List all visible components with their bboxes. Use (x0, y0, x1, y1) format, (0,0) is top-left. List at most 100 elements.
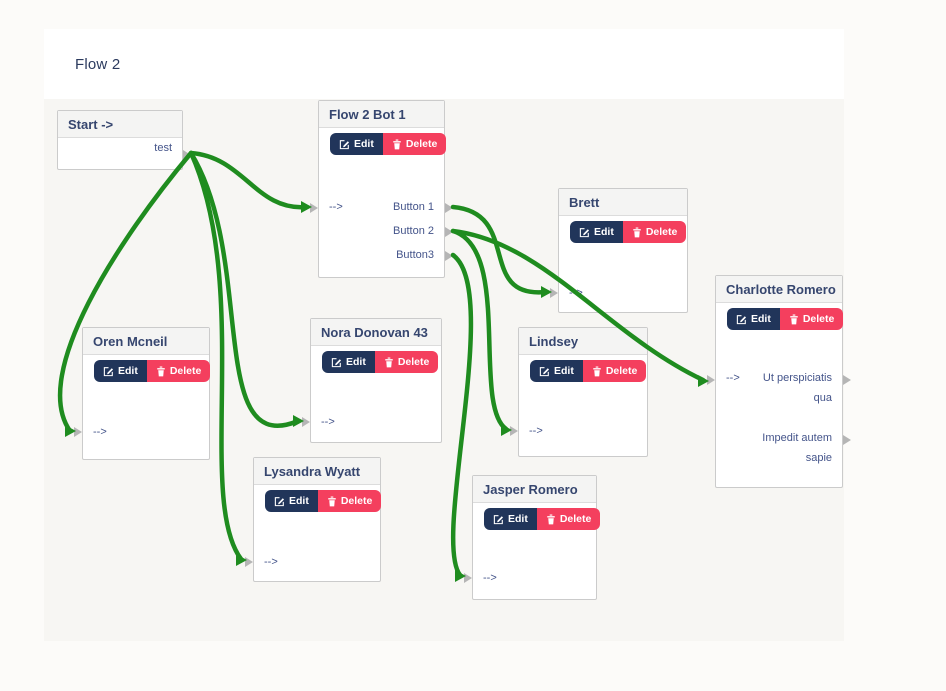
delete-button[interactable]: Delete (779, 308, 844, 330)
node-actions: Edit Delete (530, 360, 647, 382)
node-row: --> (559, 283, 687, 303)
pencil-square-icon (274, 496, 285, 506)
input-label: --> (321, 416, 335, 428)
delete-button-label: Delete (405, 138, 438, 150)
output-label: test (154, 142, 172, 154)
flow-header-bar: Flow 2 (44, 29, 844, 100)
pencil-square-icon (539, 366, 550, 376)
output-label: Button 2 (393, 225, 434, 237)
delete-button-label: Delete (645, 226, 678, 238)
node-title: Oren Mcneil (83, 328, 209, 355)
delete-button[interactable]: Delete (317, 490, 382, 512)
input-port[interactable] (245, 557, 253, 567)
input-port[interactable] (510, 426, 518, 436)
output-port[interactable] (445, 251, 453, 261)
node-bot1[interactable]: Flow 2 Bot 1 Edit Delete -->Button 1 Butt… (310, 100, 453, 278)
edit-button[interactable]: Edit (570, 221, 623, 243)
edit-button-label: Edit (594, 226, 614, 238)
pencil-square-icon (579, 227, 590, 237)
node-row: --> (473, 568, 596, 588)
edit-button-label: Edit (554, 365, 574, 377)
node-title: Lindsey (519, 328, 647, 355)
output-port[interactable] (843, 435, 851, 445)
output-label: Ut perspiciatis qua (762, 372, 832, 404)
edit-button-label: Edit (751, 313, 771, 325)
edit-button[interactable]: Edit (94, 360, 147, 382)
node-start[interactable]: Start -> test (57, 110, 191, 170)
trash-icon (328, 496, 336, 506)
input-port[interactable] (464, 573, 472, 583)
input-label: --> (529, 425, 543, 437)
node-brett[interactable]: Brett Edit Delete --> (550, 188, 688, 313)
page-title: Flow 2 (75, 55, 121, 73)
delete-button-label: Delete (169, 365, 202, 377)
edit-button[interactable]: Edit (530, 360, 583, 382)
delete-button-label: Delete (340, 495, 373, 507)
edit-button-label: Edit (289, 495, 309, 507)
output-port[interactable] (843, 375, 851, 385)
edit-button-label: Edit (118, 365, 138, 377)
connection-bot1.button2-lindsey.input[interactable] (450, 228, 509, 432)
node-nora[interactable]: Nora Donovan 43 Edit Delete --> (302, 318, 442, 443)
node-actions: Edit Delete (330, 133, 447, 155)
node-lysandra[interactable]: Lysandra Wyatt Edit Delete --> (245, 457, 382, 582)
node-actions: Edit Delete (484, 508, 601, 530)
delete-button-label: Delete (559, 513, 592, 525)
node-title: Flow 2 Bot 1 (319, 101, 444, 128)
edit-button[interactable]: Edit (727, 308, 780, 330)
delete-button[interactable]: Delete (582, 360, 647, 382)
node-actions: Edit Delete (570, 221, 687, 243)
node-row: --> (311, 412, 441, 432)
output-port[interactable] (445, 227, 453, 237)
output-port[interactable] (445, 203, 453, 213)
delete-button[interactable]: Delete (146, 360, 211, 382)
edit-button[interactable]: Edit (484, 508, 537, 530)
delete-button[interactable]: Delete (382, 133, 447, 155)
input-port[interactable] (302, 417, 310, 427)
connection-bot1.button3-jasper.input[interactable] (450, 252, 474, 578)
input-port[interactable] (550, 288, 558, 298)
node-title: Lysandra Wyatt (254, 458, 380, 485)
output-label: Impedit autem sapie (762, 432, 832, 464)
input-port[interactable] (74, 427, 82, 437)
node-jasper[interactable]: Jasper Romero Edit Delete --> (464, 475, 601, 600)
edit-button[interactable]: Edit (330, 133, 383, 155)
input-label: --> (569, 287, 583, 299)
edit-button[interactable]: Edit (322, 351, 375, 373)
node-lindsey[interactable]: Lindsey Edit Delete --> (510, 327, 648, 457)
delete-button[interactable]: Delete (622, 221, 687, 243)
node-actions: Edit Delete (94, 360, 211, 382)
node-title: Jasper Romero (473, 476, 596, 503)
node-charlotte[interactable]: Charlotte Romero Edit Delete -->Ut persp… (707, 275, 851, 488)
input-label: --> (483, 572, 497, 584)
input-label: --> (93, 426, 107, 438)
node-row: --> (519, 421, 647, 441)
node-actions: Edit Delete (265, 490, 382, 512)
node-row: --> (254, 552, 380, 572)
delete-button-label: Delete (605, 365, 638, 377)
delete-button[interactable]: Delete (536, 508, 601, 530)
delete-button[interactable]: Delete (374, 351, 439, 373)
trash-icon (393, 139, 401, 149)
connection-start.test-bot1.input[interactable] (188, 150, 309, 210)
node-row: -->Ut perspiciatis qua (716, 368, 842, 426)
trash-icon (633, 227, 641, 237)
input-port[interactable] (310, 203, 318, 213)
node-title: Charlotte Romero (716, 276, 842, 303)
node-actions: Edit Delete (322, 351, 439, 373)
flow-canvas[interactable]: Start -> test Flow 2 Bot 1 Edit Delete -… (44, 99, 851, 641)
node-row: -->Button 1 (319, 197, 444, 219)
connection-bot1.button1-brett.input[interactable] (450, 204, 549, 295)
node-oren[interactable]: Oren Mcneil Edit Delete --> (74, 327, 211, 460)
output-label: Button3 (396, 249, 434, 261)
trash-icon (790, 314, 798, 324)
output-port[interactable] (183, 149, 191, 160)
node-row: --> (83, 422, 209, 442)
input-port[interactable] (707, 375, 715, 385)
delete-button-label: Delete (802, 313, 835, 325)
pencil-square-icon (339, 139, 350, 149)
trash-icon (385, 357, 393, 367)
input-label: --> (264, 556, 278, 568)
edit-button[interactable]: Edit (265, 490, 318, 512)
node-actions: Edit Delete (727, 308, 844, 330)
